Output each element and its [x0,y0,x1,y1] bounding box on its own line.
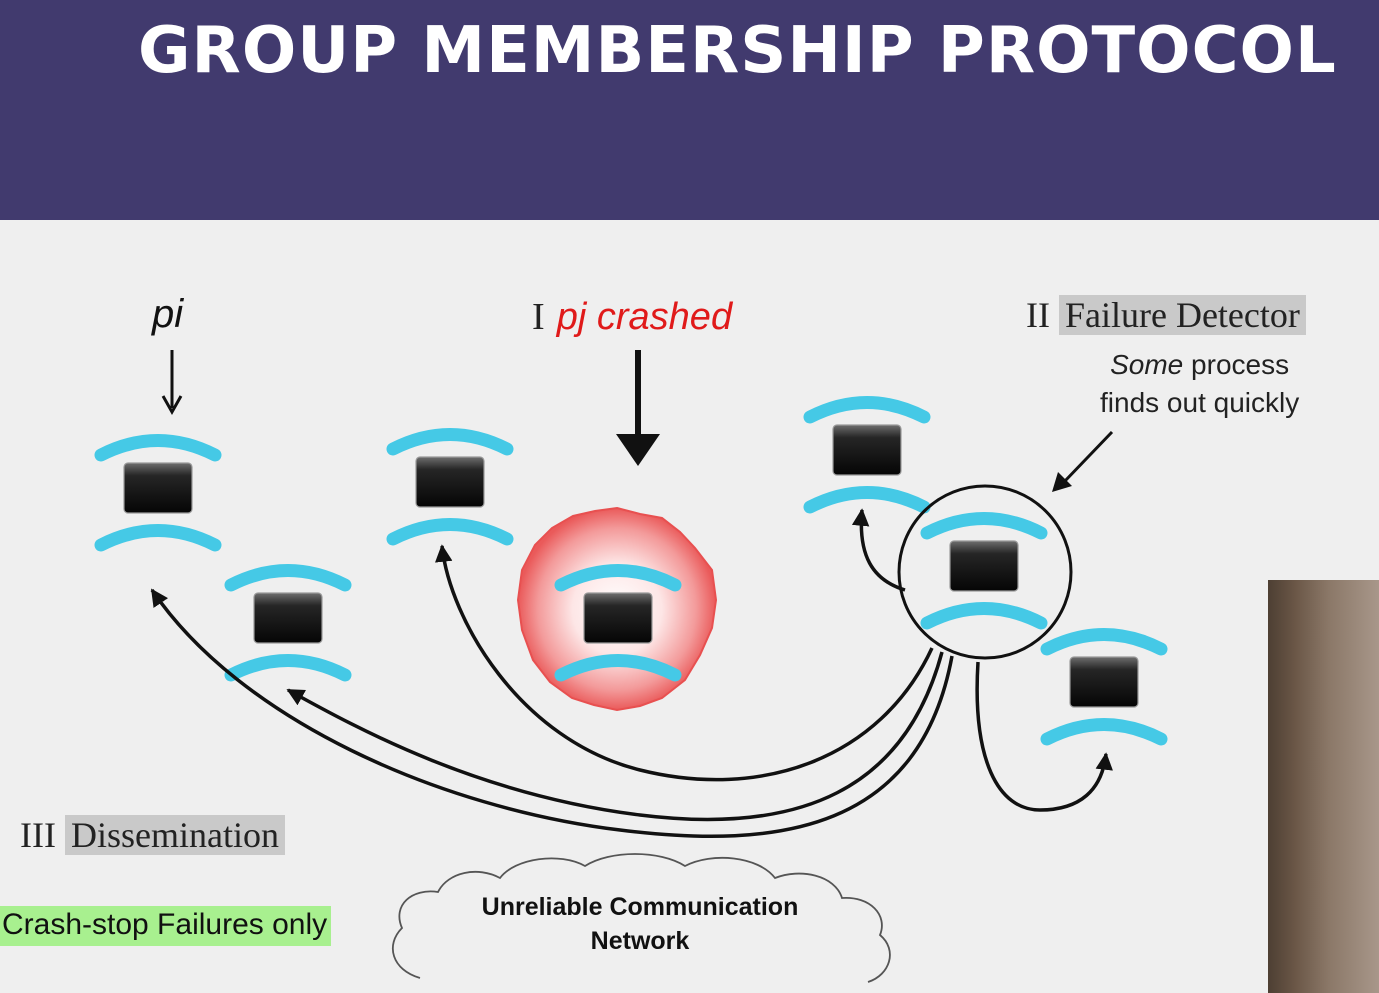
crash-label: I pj crashed [532,294,732,339]
detector-to-top-node-curve [851,508,906,592]
crash-arrowhead [616,434,660,466]
dissemination-label: III Dissemination [20,814,285,856]
process-node-pj-crashed [554,564,682,682]
process-node-icon [583,592,653,644]
detector-arrowhead [1052,472,1072,492]
failure-detector-label: II Failure Detector [1026,294,1306,336]
process-node-icon [832,424,902,476]
network-label: Unreliable Communication Network [440,890,840,958]
link-arc-top [386,428,514,456]
process-node-2 [386,428,514,546]
crash-numeral: I [532,296,545,338]
link-arc-top [920,512,1048,540]
network-label-line1: Unreliable Communication [481,893,799,921]
failure-detector-numeral: II [1026,295,1050,335]
dissemination-curve-1 [435,544,934,782]
detector-to-right-node-curve [975,661,1113,812]
process-node-right [1040,628,1168,746]
process-node-top-right [803,396,931,514]
link-arc-top [94,434,222,462]
failure-detector-title: Failure Detector [1058,295,1306,335]
link-arc-bottom [554,654,682,682]
failure-detector-caption: Some process finds out quickly [1100,346,1299,422]
detector-highlight-circle [897,484,1073,660]
link-arc-top [554,564,682,592]
process-node-detector [920,512,1048,630]
slide-header: GROUP MEMBERSHIP PROTOCOL [0,0,1379,220]
process-node-icon [253,592,323,644]
slide-title: GROUP MEMBERSHIP PROTOCOL [138,14,1337,88]
link-arc-bottom [224,654,352,682]
network-label-line2: Network [590,927,690,955]
pi-label: pi [152,292,184,336]
dissemination-curve-2 [286,651,944,822]
pi-arrowhead [161,395,183,416]
dissemination-title: Dissemination [64,815,285,855]
crash-text: pj crashed [556,296,733,338]
dissemination-curve-3 [150,588,954,839]
link-arc-bottom [1040,718,1168,746]
caption-some: Some [1110,349,1184,380]
link-arc-top [803,396,931,424]
process-node-icon [415,456,485,508]
link-arc-top [1040,628,1168,656]
detector-arrow-icon [1062,430,1114,484]
caption-line2: finds out quickly [1100,387,1300,418]
link-arc-bottom [803,486,931,514]
caption-process: process [1191,349,1290,380]
process-node-icon [1069,656,1139,708]
process-node-3 [224,564,352,682]
protocol-diagram [94,350,1168,983]
link-arc-bottom [386,518,514,546]
dissemination-numeral: III [20,815,56,855]
process-node-pi [94,434,222,552]
process-node-icon [123,462,193,514]
link-arc-bottom [94,524,222,552]
link-arc-top [224,564,352,592]
speaker-video-thumbnail [1268,580,1379,993]
crash-stop-badge: Crash-stop Failures only [0,906,332,946]
cloud-icon [391,853,891,983]
process-node-icon [949,540,1019,592]
link-arc-bottom [920,602,1048,630]
